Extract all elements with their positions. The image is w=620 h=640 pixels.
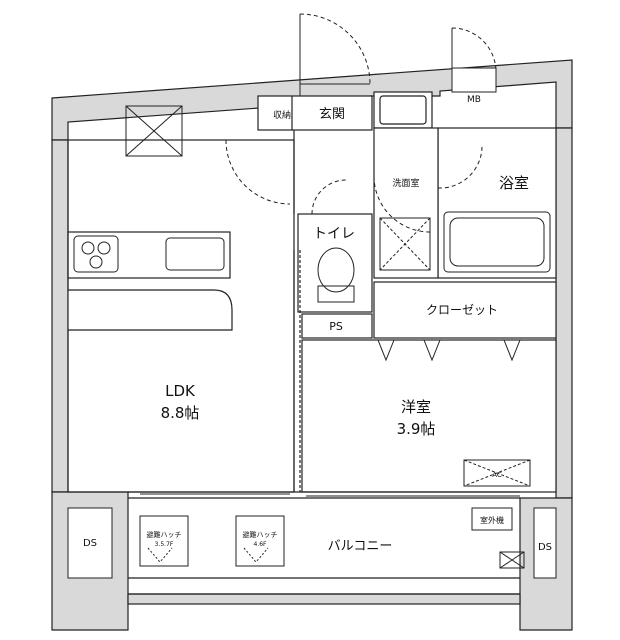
ldk-size-label: 8.8帖 bbox=[161, 404, 200, 422]
bottom-strip bbox=[127, 593, 521, 605]
bathroom-label: 浴室 bbox=[499, 174, 529, 192]
mb-label: MB bbox=[467, 95, 481, 105]
hatch-right-title: 避難ハッチ bbox=[243, 530, 278, 539]
storage-label: 収納 bbox=[273, 109, 291, 121]
hatch-left-title: 避難ハッチ bbox=[147, 530, 182, 539]
kitchen-counter bbox=[67, 231, 231, 279]
bathroom-room bbox=[437, 127, 557, 279]
washroom-room bbox=[373, 127, 439, 279]
ac-label: AC bbox=[492, 471, 502, 479]
closet-room bbox=[373, 281, 557, 339]
labels: 収納 玄関 MB 洗面室 浴室 トイレ PS クローゼット LDK 8.8帖 洋… bbox=[83, 95, 552, 554]
right-wall bbox=[555, 127, 573, 499]
toilet-label: トイレ bbox=[313, 226, 355, 242]
western-size-label: 3.9帖 bbox=[397, 420, 436, 438]
hatch-right-dims: 4.6F bbox=[254, 541, 268, 548]
ds-right-label: DS bbox=[538, 542, 552, 553]
entrance-block bbox=[257, 95, 373, 131]
fixtures bbox=[67, 105, 557, 579]
western-room bbox=[301, 339, 557, 493]
ps-label: PS bbox=[329, 320, 343, 333]
toilet-room bbox=[297, 213, 373, 313]
ps-room bbox=[301, 313, 373, 339]
western-label: 洋室 bbox=[401, 398, 431, 416]
washbasin bbox=[379, 95, 427, 125]
ldk-label: LDK bbox=[165, 382, 196, 400]
ds-left-label: DS bbox=[83, 538, 97, 549]
closet-label: クローゼット bbox=[426, 303, 498, 317]
outdoor-unit-label: 室外機 bbox=[480, 515, 504, 525]
washbasin-alcove bbox=[373, 91, 433, 129]
entrance-label: 玄関 bbox=[319, 107, 345, 122]
balcony-label: バルコニー bbox=[328, 539, 393, 554]
hatch-left-dims: 3.5.7F bbox=[155, 541, 174, 548]
doors bbox=[140, 13, 521, 497]
washroom-label: 洗面室 bbox=[392, 177, 419, 189]
left-wall bbox=[51, 139, 69, 493]
